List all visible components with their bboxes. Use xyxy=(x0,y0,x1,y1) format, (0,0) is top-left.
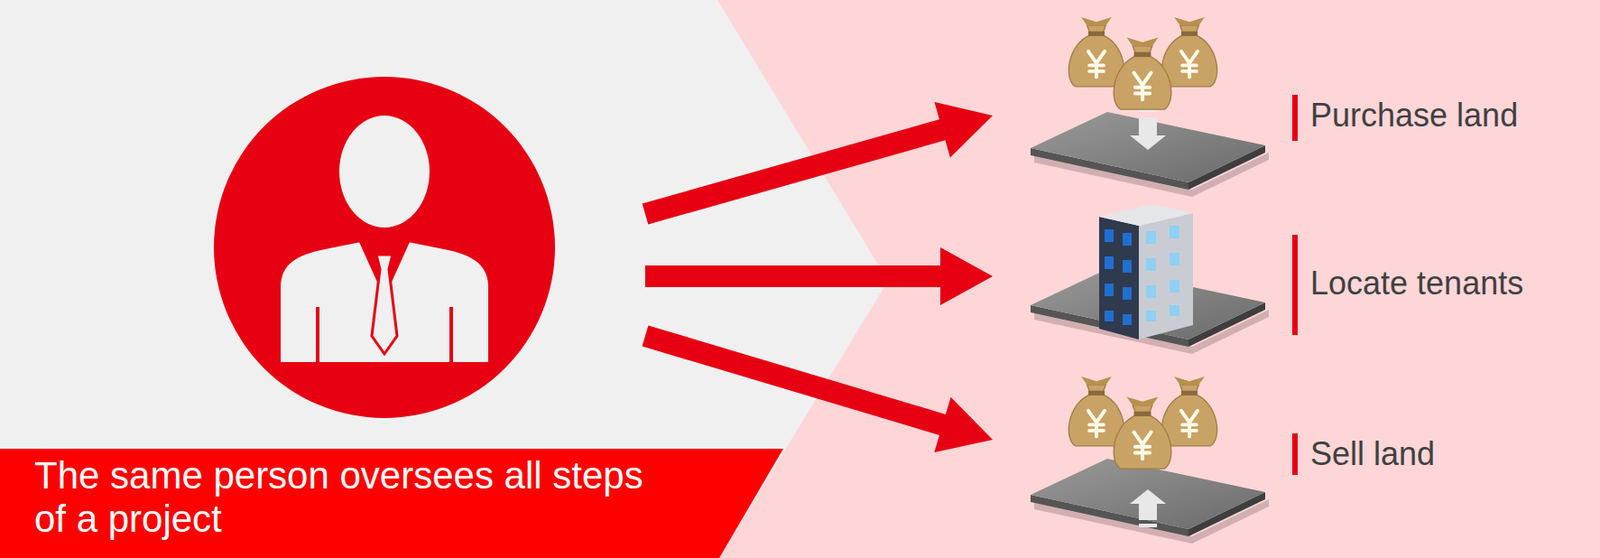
caption-banner xyxy=(0,448,784,558)
person-icon xyxy=(213,76,555,418)
label-bar xyxy=(1292,234,1298,335)
step-label: Sell land xyxy=(1310,434,1582,473)
step-label: Purchase land xyxy=(1310,96,1582,135)
step-node: Locate tenants xyxy=(992,203,1589,366)
step-label: Locate tenants xyxy=(1310,264,1582,303)
step-node: Purchase land xyxy=(992,36,1589,190)
label-bar xyxy=(1292,94,1298,141)
building-icon xyxy=(1030,203,1269,354)
caption-text: The same person oversees all steps of a … xyxy=(34,453,666,541)
purchase-land-icon xyxy=(1030,17,1269,197)
label-bar xyxy=(1292,433,1298,475)
step-node: Sell land xyxy=(992,369,1589,542)
step-arrow xyxy=(642,101,993,225)
person-node: The same person oversees all steps of a … xyxy=(0,72,646,558)
sell-land-icon xyxy=(1030,376,1269,544)
step-arrow xyxy=(645,247,993,306)
step-arrow xyxy=(642,325,993,454)
